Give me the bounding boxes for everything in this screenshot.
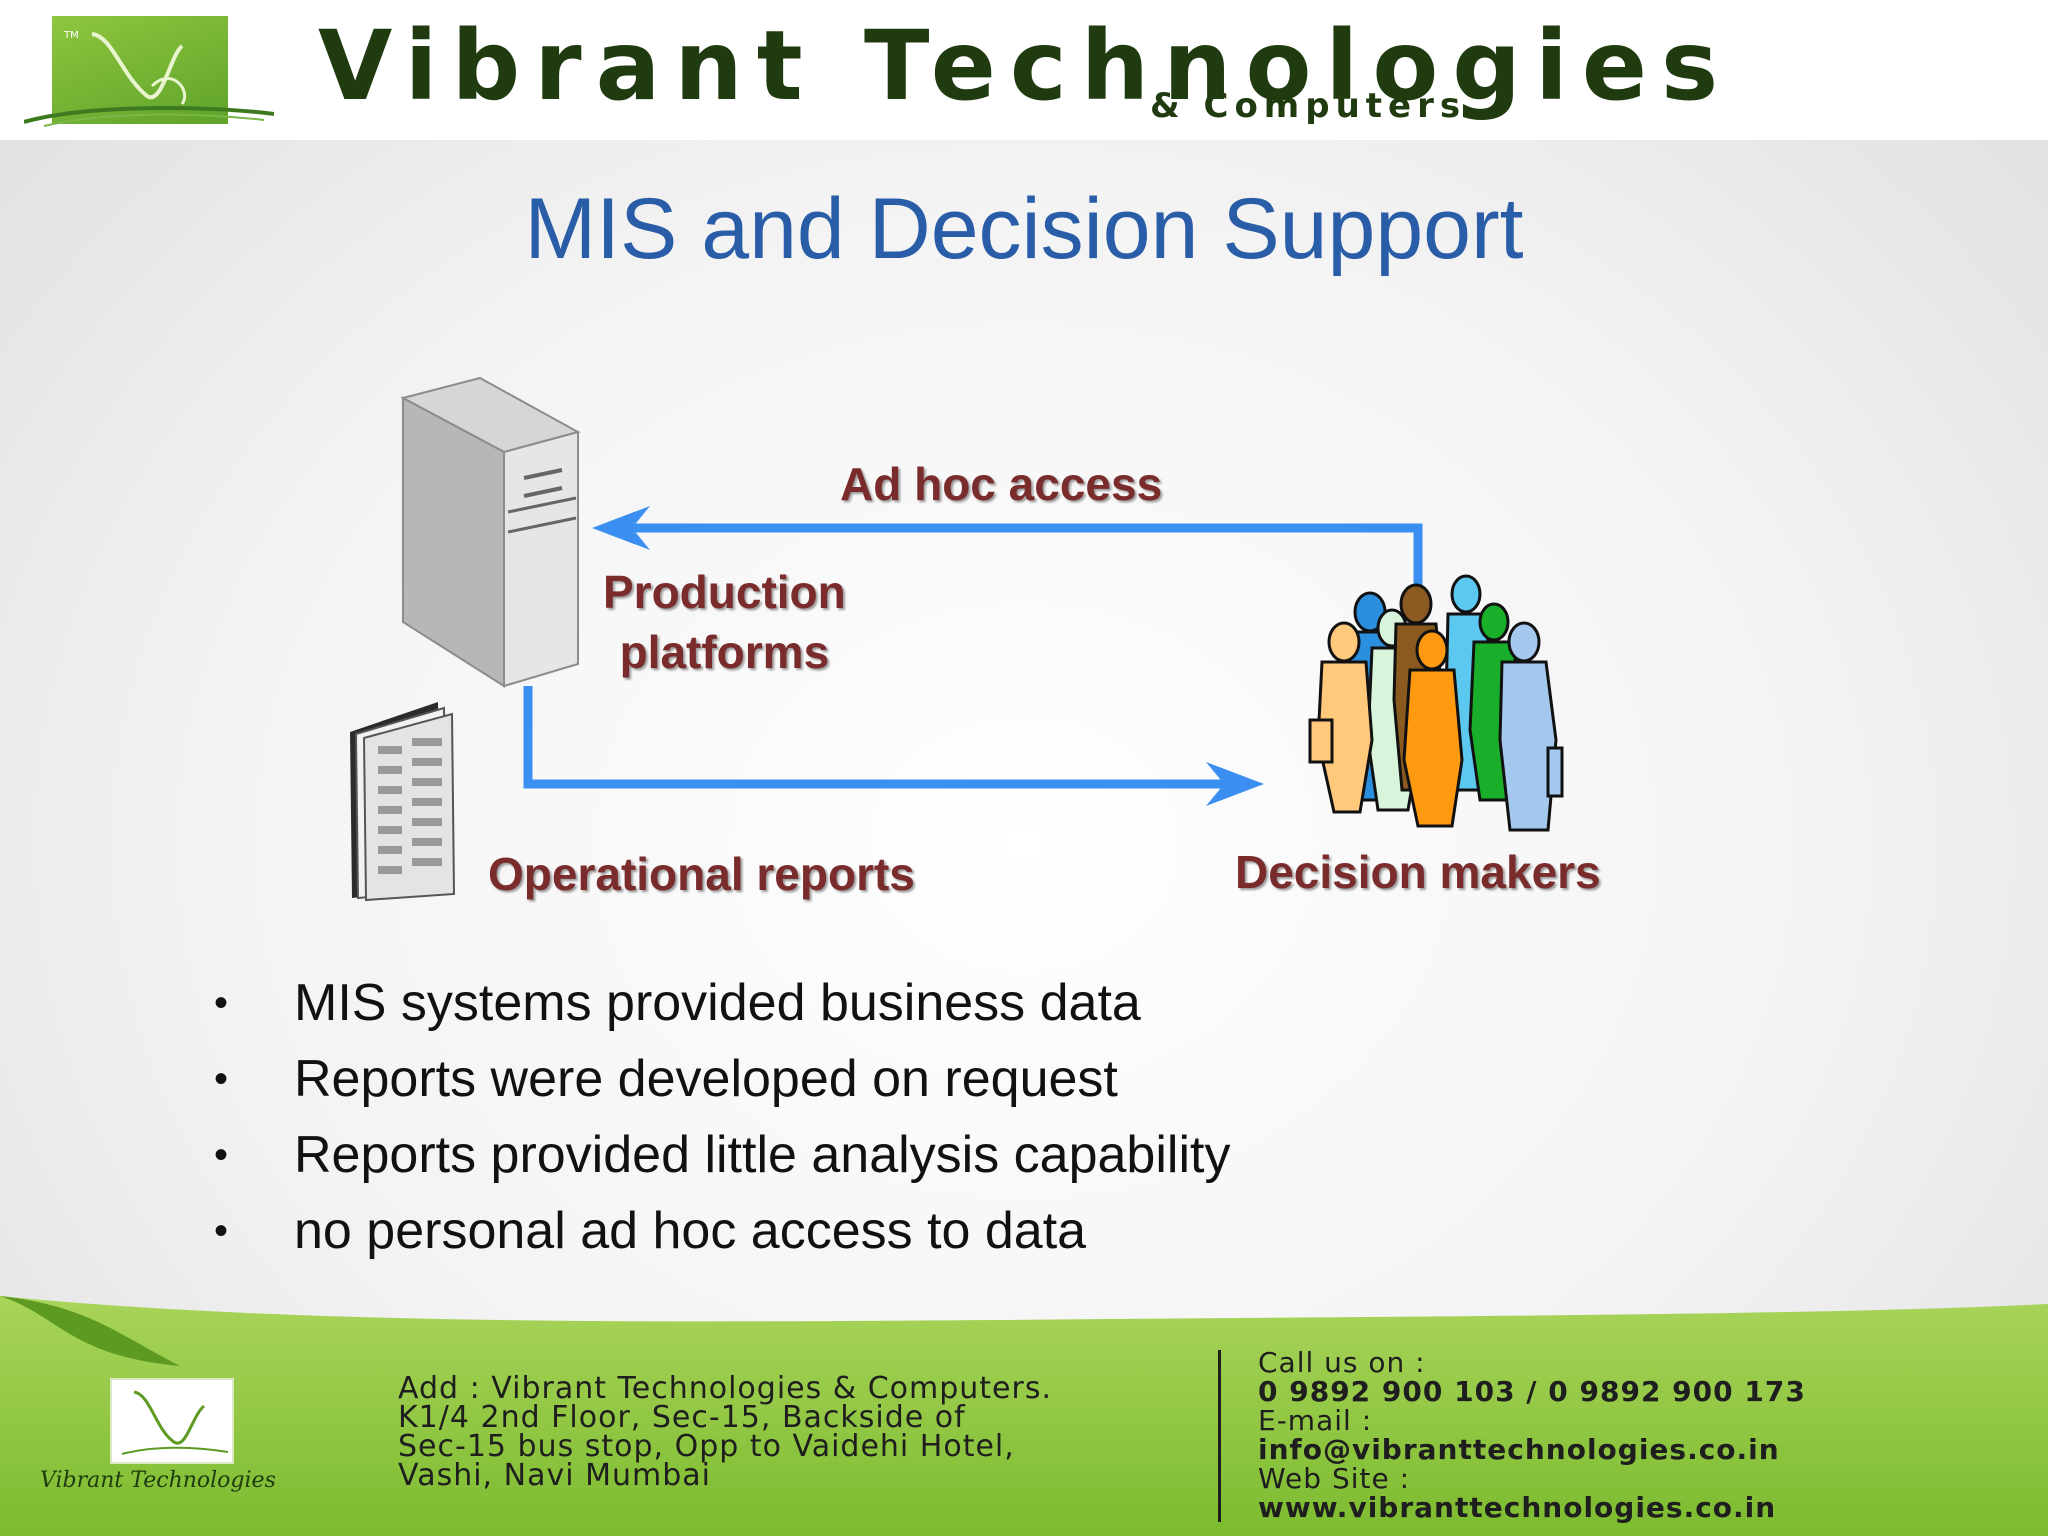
slide-title: MIS and Decision Support xyxy=(524,181,1524,277)
email-label: E-mail : xyxy=(1258,1404,1373,1437)
bullet-text: Reports provided little analysis capabil… xyxy=(294,1126,1231,1184)
vt-logo-icon: TM xyxy=(52,16,228,124)
footer-brand: Vibrant Technologies xyxy=(40,1468,276,1493)
bullet-text: no personal ad hoc access to data xyxy=(294,1202,1087,1260)
call-label: Call us on : xyxy=(1258,1346,1426,1379)
footer-logo-icon xyxy=(110,1378,234,1464)
decision-makers-people-icon xyxy=(1308,574,1564,832)
decision-makers-label: Decision makers xyxy=(1235,846,1601,898)
bullet-text: MIS systems provided business data xyxy=(294,974,1141,1032)
address-line: K1/4 2nd Floor, Sec-15, Backside of xyxy=(398,1400,966,1435)
production-label-line1: Production xyxy=(603,566,846,618)
logo-swoosh-icon xyxy=(24,106,274,127)
phone-numbers: 0 9892 900 103 / 0 9892 900 173 xyxy=(1258,1375,1806,1408)
bullet-icon: • xyxy=(214,981,229,1025)
list-item: • MIS systems provided business data xyxy=(214,965,1230,1041)
list-item: • no personal ad hoc access to data xyxy=(214,1193,1230,1269)
footer-divider xyxy=(1218,1350,1221,1522)
adhoc-access-label: Ad hoc access xyxy=(840,458,1163,510)
footer-contact: Call us on : 0 9892 900 103 / 0 9892 900… xyxy=(1258,1348,1806,1522)
server-icon xyxy=(400,376,581,688)
footer-background xyxy=(0,1296,2048,1536)
arrow-head-left-icon xyxy=(592,506,650,550)
website-link[interactable]: www.vibranttechnologies.co.in xyxy=(1258,1491,1777,1524)
bullet-icon: • xyxy=(214,1057,229,1101)
brand-subtitle: & Computers xyxy=(1150,86,1467,126)
brand-title: Vibrant Technologies xyxy=(318,10,1733,122)
address-line: Sec-15 bus stop, Opp to Vaidehi Hotel, xyxy=(398,1429,1015,1464)
adhoc-access-arrow xyxy=(620,523,1423,598)
bullet-text: Reports were developed on request xyxy=(294,1050,1118,1108)
email-link[interactable]: info@vibranttechnologies.co.in xyxy=(1258,1433,1780,1466)
website-label: Web Site : xyxy=(1258,1462,1411,1495)
bullet-icon: • xyxy=(214,1133,229,1177)
list-item: • Reports were developed on request xyxy=(214,1041,1230,1117)
arrow-head-right-icon xyxy=(1206,762,1264,806)
production-platforms-label: Production platforms xyxy=(603,563,846,683)
footer-address: Add : Vibrant Technologies & Computers. … xyxy=(398,1371,1053,1493)
bullet-list: • MIS systems provided business data • Rep… xyxy=(214,965,1230,1269)
operational-reports-label: Operational reports xyxy=(488,848,915,900)
production-label-line2: platforms xyxy=(619,625,830,678)
list-item: • Reports provided little analysis capabi… xyxy=(214,1117,1230,1193)
address-line: Vashi, Navi Mumbai xyxy=(398,1458,711,1493)
operational-reports-arrow xyxy=(523,686,1240,789)
report-document-icon xyxy=(350,702,456,902)
header-banner: TM Vibrant Technologies & Computers xyxy=(0,0,2048,140)
address-line: Add : Vibrant Technologies & Computers. xyxy=(398,1371,1053,1406)
bullet-icon: • xyxy=(214,1209,229,1253)
svg-text:TM: TM xyxy=(63,30,79,41)
